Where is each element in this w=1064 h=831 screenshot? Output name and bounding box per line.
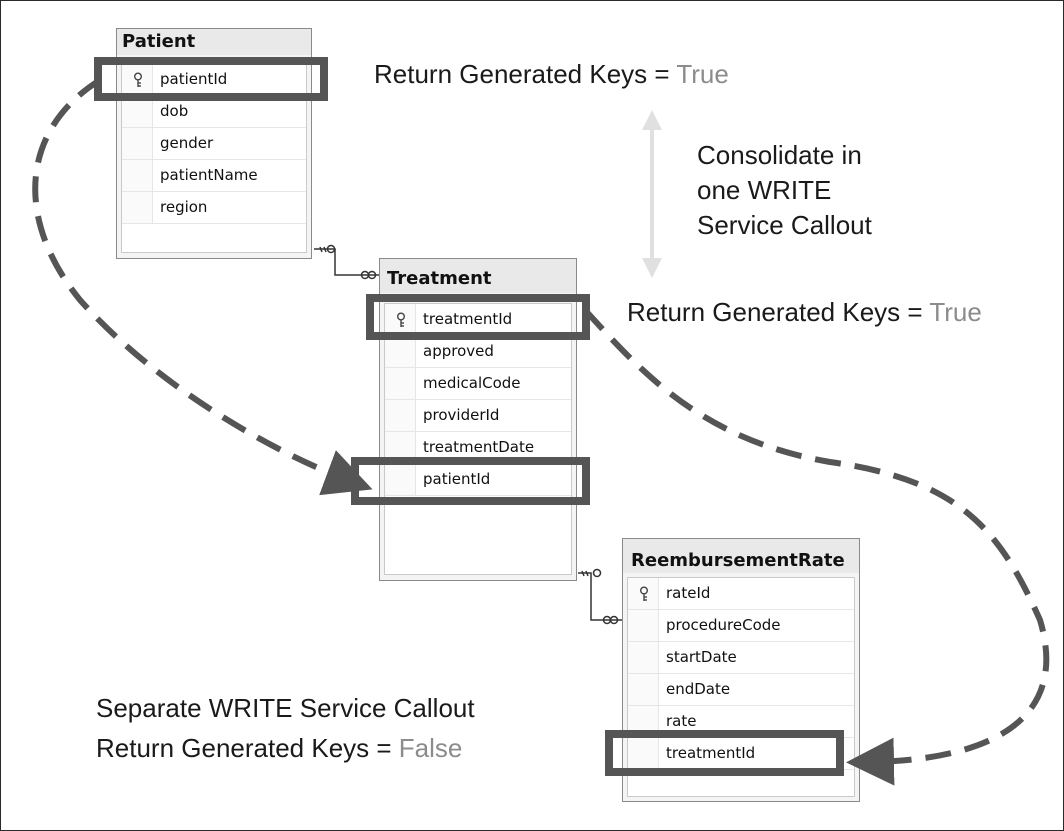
column-name: treatmentId	[666, 744, 756, 762]
table-row: providerId	[385, 400, 571, 432]
column-name: patientId	[160, 70, 228, 88]
relationship-patient-treatment	[314, 244, 379, 280]
column-name: gender	[160, 134, 214, 152]
table-row: approved	[385, 336, 571, 368]
dashed-arrow-treatmentid-to-reembursement	[582, 307, 1050, 786]
column-name: rateId	[666, 584, 711, 602]
key-icon	[134, 72, 142, 87]
table-row: patientName	[122, 160, 306, 192]
dashed-arrow-patientid-to-treatment	[32, 77, 373, 496]
key-icon	[397, 312, 405, 327]
highlight-reembursement-treatment-id	[605, 730, 844, 776]
relationship-treatment-reembursement	[578, 568, 622, 625]
column-name: startDate	[666, 648, 737, 666]
reembursement-rate-table-title: ReembursementRate	[623, 539, 859, 573]
mid-return-generated-keys: Return Generated Keys = True	[627, 297, 982, 327]
table-row: dob	[122, 96, 306, 128]
table-row: treatmentId	[628, 738, 854, 770]
table-row: procedureCode	[628, 610, 854, 642]
column-name: patientName	[160, 166, 258, 184]
column-name: procedureCode	[666, 616, 781, 634]
reembursement-rate-table-body: rateId procedureCode startDate endDate r…	[627, 577, 855, 797]
column-name: approved	[423, 342, 494, 360]
key-icon	[640, 586, 648, 601]
table-row: rateId	[628, 578, 854, 610]
table-row: startDate	[628, 642, 854, 674]
highlight-patient-id	[94, 57, 328, 101]
column-name: medicalCode	[423, 374, 521, 392]
column-name: region	[160, 198, 208, 216]
column-name: rate	[666, 712, 697, 730]
table-row: endDate	[628, 674, 854, 706]
double-arrow	[642, 110, 662, 278]
top-return-generated-keys: Return Generated Keys = True	[374, 59, 729, 89]
table-row: treatmentId	[385, 304, 571, 336]
table-row: gender	[122, 128, 306, 160]
table-row: medicalCode	[385, 368, 571, 400]
treatment-table-title: Treatment	[380, 259, 576, 293]
separate-callout-note: Separate WRITE Service Callout Return Ge…	[96, 693, 475, 763]
column-name: treatmentId	[423, 310, 513, 328]
treatment-table: Treatment treatmentId approved medicalCo…	[379, 258, 577, 581]
column-name: dob	[160, 102, 189, 120]
column-name: providerId	[423, 406, 500, 424]
consolidate-note: Consolidate in one WRITE Service Callout	[697, 140, 872, 240]
treatment-table-body: treatmentId approved medicalCode provide…	[384, 303, 572, 575]
table-row: patientId	[385, 464, 571, 496]
column-name: treatmentDate	[423, 438, 535, 456]
column-name: endDate	[666, 680, 731, 698]
reembursement-rate-table: ReembursementRate rateId procedureCode s…	[622, 538, 860, 802]
table-row: region	[122, 192, 306, 224]
column-name: patientId	[423, 470, 491, 488]
patient-table-title: Patient	[117, 29, 311, 55]
highlight-treatment-id	[366, 294, 590, 340]
highlight-treatment-patient-id	[351, 457, 590, 505]
